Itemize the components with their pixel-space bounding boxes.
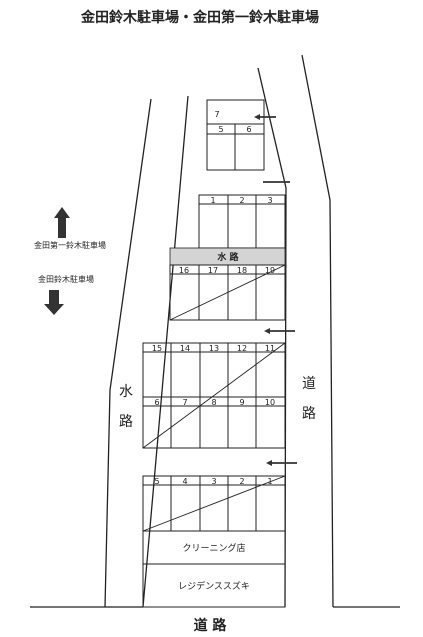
lot-number: 9: [239, 398, 244, 407]
lot-number: 13: [209, 344, 219, 353]
right-road-edge: [301, 54, 334, 608]
arrow-down-icon: [44, 290, 64, 315]
lot-block-top: 7 5 6: [206, 99, 265, 171]
bottom-road-label: 道 路: [194, 617, 228, 634]
right-road-label-2: 路: [302, 406, 316, 422]
road-edges: [30, 54, 400, 608]
arrow-left-icon: [264, 328, 295, 334]
lot-number: 19: [265, 266, 275, 275]
lot-block-large: 15 14 13 12 11 6 7 8 9 10: [142, 342, 286, 449]
lot-number: 7: [182, 398, 187, 407]
lot-block-16-19: 16 17 18 19: [169, 264, 286, 321]
lot-number: 15: [152, 344, 162, 353]
lot-number: 4: [182, 477, 187, 486]
legend-up-label: 金田第一鈴木駐車場: [34, 240, 106, 250]
lot-number: 3: [267, 196, 272, 205]
lot-number: 5: [154, 477, 159, 486]
lot-block-1-3: 1 2 3: [198, 194, 286, 249]
lot-number: 5: [218, 125, 223, 134]
lot-number: 16: [179, 266, 189, 275]
lot-number: 10: [265, 398, 275, 407]
lot-block-5-1: 5 4 3 2 1: [142, 475, 286, 532]
left-waterway-label-2: 路: [119, 414, 133, 430]
lot-number: 2: [239, 196, 244, 205]
lot-number: 3: [211, 477, 216, 486]
map-title: 金田鈴木駐車場・金田第一鈴木駐車場: [80, 9, 319, 26]
left-waterway-label-1: 水: [119, 384, 133, 400]
lot-number: 11: [265, 344, 275, 353]
lot-number: 17: [208, 266, 218, 275]
cleaning-shop-label: クリーニング店: [182, 542, 245, 554]
lot-number: 1: [210, 196, 215, 205]
waterway-band: 水 路: [169, 247, 286, 266]
residence-label: レジデンススズキ: [178, 580, 250, 592]
arrow-left-icon: [254, 114, 276, 120]
entry-arrows: [254, 114, 297, 466]
lot-number: 14: [180, 344, 190, 353]
legend-down-label: 金田鈴木駐車場: [38, 274, 94, 284]
lot-number: 2: [239, 477, 244, 486]
lot-number: 6: [154, 398, 159, 407]
right-lot-edge: [257, 67, 287, 608]
lot-number: 18: [237, 266, 247, 275]
waterway-label: 水 路: [217, 251, 239, 263]
legend: 金田第一鈴木駐車場 金田鈴木駐車場: [34, 207, 106, 315]
lot-number: 7: [214, 110, 219, 119]
lot-number: 8: [211, 398, 216, 407]
lot-number: 12: [237, 344, 247, 353]
arrow-up-icon: [54, 207, 70, 238]
lot-number: 1: [267, 477, 272, 486]
buildings: クリーニング店 レジデンススズキ: [142, 530, 286, 608]
lot-number: 6: [246, 125, 251, 134]
left-road-edge: [104, 98, 152, 608]
arrow-left-icon: [266, 460, 297, 466]
right-road-label-1: 道: [302, 376, 316, 392]
